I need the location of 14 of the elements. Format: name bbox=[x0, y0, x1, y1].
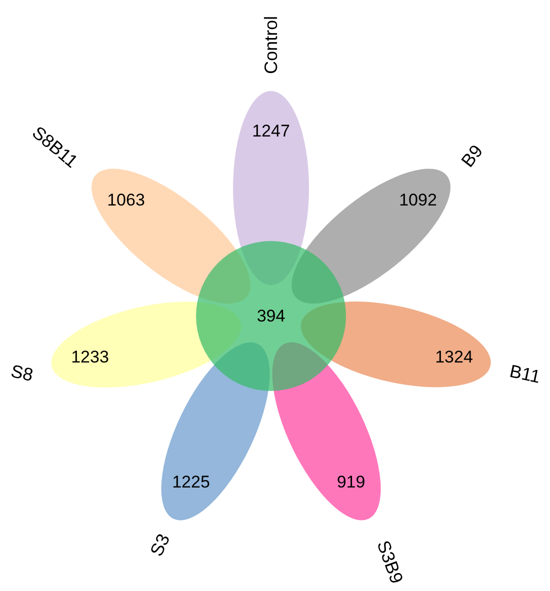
count-label: 1247 bbox=[252, 122, 290, 140]
count-label: 394 bbox=[256, 306, 286, 326]
count-label: 1063 bbox=[107, 190, 145, 210]
count-label: 1233 bbox=[71, 348, 109, 366]
set-name-label: B9 bbox=[457, 141, 487, 171]
set-name-label: S3 bbox=[146, 530, 174, 560]
set-name-label: S8 bbox=[9, 360, 35, 386]
set-name-label: B11 bbox=[508, 361, 542, 387]
count-label: 1324 bbox=[435, 348, 473, 366]
count-label: 1225 bbox=[172, 472, 210, 492]
set-name-label: S3B9 bbox=[373, 538, 407, 586]
set-name-label: Control bbox=[261, 16, 281, 74]
count-label: 1092 bbox=[399, 190, 437, 210]
count-label: 919 bbox=[336, 472, 366, 492]
